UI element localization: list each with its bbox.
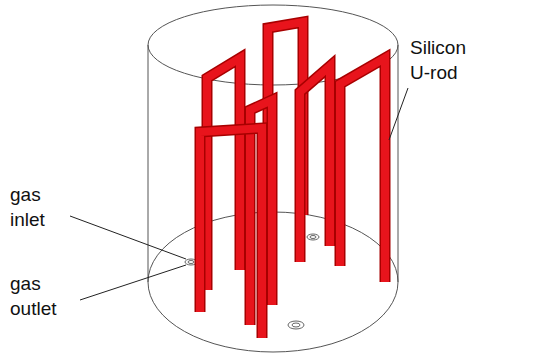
silicon-u-rods bbox=[200, 22, 385, 338]
callout-label: gas outlet bbox=[10, 272, 56, 321]
leader-lines bbox=[70, 88, 408, 300]
reactor-vessel bbox=[148, 5, 398, 352]
callout-label: gas inlet bbox=[10, 183, 45, 232]
callout-label: Silicon U-rod bbox=[410, 36, 466, 85]
